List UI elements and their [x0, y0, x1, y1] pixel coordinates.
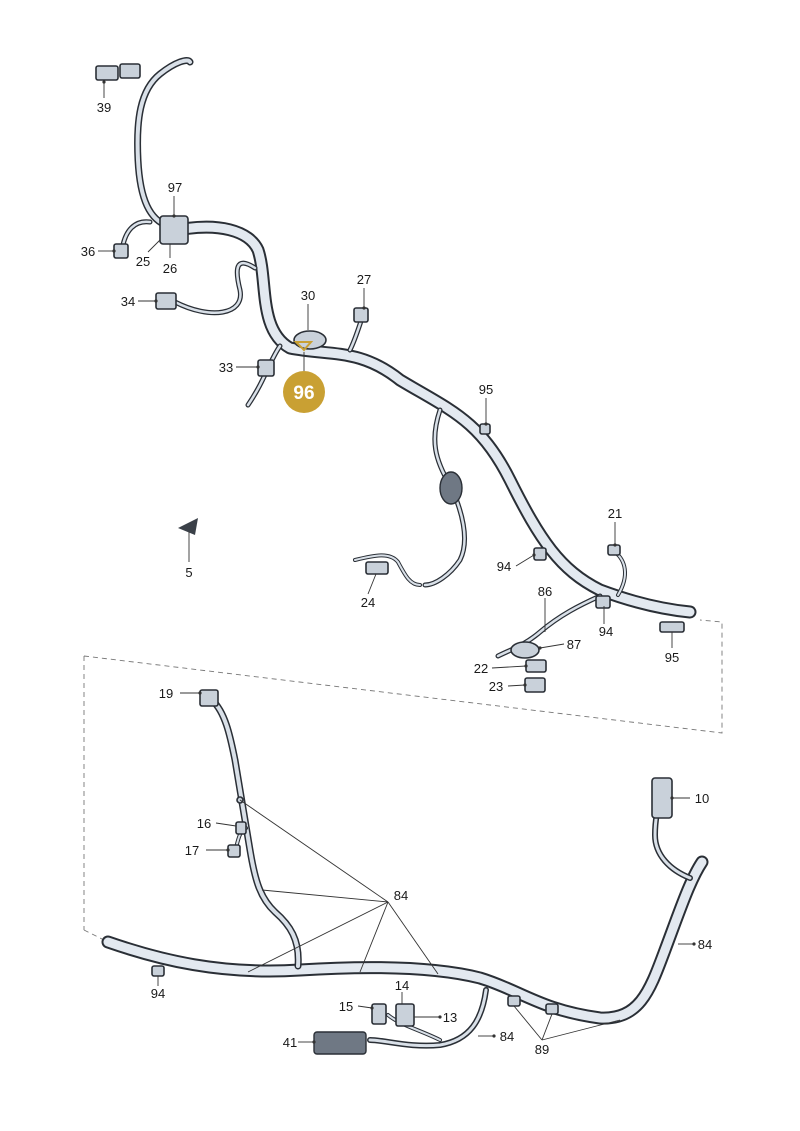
- label-16[interactable]: 16: [197, 816, 211, 831]
- connector-22: [525, 659, 547, 673]
- clip-94-right: [595, 595, 611, 609]
- clip-89a: [507, 995, 521, 1007]
- label-5[interactable]: 5: [185, 565, 192, 580]
- direction-arrow-icon: [178, 518, 198, 535]
- label-19[interactable]: 19: [159, 686, 173, 701]
- label-41[interactable]: 41: [283, 1035, 297, 1050]
- leader-dots: [102, 80, 696, 1044]
- grommet-30: [293, 330, 327, 350]
- label-24[interactable]: 24: [361, 595, 375, 610]
- label-94-lower[interactable]: 94: [151, 986, 165, 1001]
- connector-34: [155, 292, 177, 310]
- assembly-frame: [83, 619, 723, 941]
- label-94-right[interactable]: 94: [599, 624, 613, 639]
- connector-27: [353, 307, 369, 323]
- label-95-upper[interactable]: 95: [479, 382, 493, 397]
- clip-94-upper: [533, 547, 547, 561]
- connector-23: [524, 677, 546, 693]
- connector-97: [159, 215, 189, 245]
- highlight-badge-96[interactable]: 96: [283, 341, 325, 413]
- lower-components: [151, 689, 673, 1055]
- clip-95-upper: [479, 423, 491, 435]
- label-84-center[interactable]: 84: [394, 888, 408, 903]
- clip-94-lower: [151, 965, 165, 977]
- label-22[interactable]: 22: [474, 661, 488, 676]
- lower-harness: [101, 696, 709, 1049]
- label-10[interactable]: 10: [695, 791, 709, 806]
- label-30[interactable]: 30: [301, 288, 315, 303]
- label-34[interactable]: 34: [121, 294, 135, 309]
- label-94-upper[interactable]: 94: [497, 559, 511, 574]
- connector-19: [199, 689, 219, 707]
- connector-33: [257, 359, 275, 377]
- connector-16: [235, 821, 247, 835]
- label-17[interactable]: 17: [185, 843, 199, 858]
- label-97[interactable]: 97: [168, 180, 182, 195]
- label-21[interactable]: 21: [608, 506, 622, 521]
- label-95-lower[interactable]: 95: [665, 650, 679, 665]
- clip-89b: [545, 1003, 559, 1015]
- upper-components: [95, 63, 685, 693]
- label-84-bottom[interactable]: 84: [500, 1029, 514, 1044]
- connector-39b: [119, 63, 141, 79]
- label-13[interactable]: 13: [443, 1010, 457, 1025]
- sensor-87: [510, 641, 540, 659]
- label-27[interactable]: 27: [357, 272, 371, 287]
- label-87[interactable]: 87: [567, 637, 581, 652]
- connector-39: [95, 65, 119, 81]
- connector-21: [607, 544, 621, 556]
- connector-10: [651, 777, 673, 819]
- upper-harness: [119, 57, 697, 659]
- callout-labels: 39 97 36 25 26 34 30 27 33 95 5 21 24 94…: [81, 100, 712, 1057]
- label-15[interactable]: 15: [339, 999, 353, 1014]
- label-84-right[interactable]: 84: [698, 937, 712, 952]
- grommet-24-wire: [439, 471, 463, 505]
- connector-36: [113, 243, 129, 259]
- label-23[interactable]: 23: [489, 679, 503, 694]
- connector-24: [365, 561, 389, 575]
- label-14[interactable]: 14: [395, 978, 409, 993]
- leader-lines: [98, 82, 694, 1043]
- label-39[interactable]: 39: [97, 100, 111, 115]
- connector-17: [227, 844, 241, 858]
- control-unit-41: [313, 1031, 367, 1055]
- connector-14: [395, 1003, 415, 1027]
- label-26[interactable]: 26: [163, 261, 177, 276]
- label-86[interactable]: 86: [538, 584, 552, 599]
- badge-label: 96: [293, 383, 314, 404]
- label-33[interactable]: 33: [219, 360, 233, 375]
- bracket-95-lower: [659, 621, 685, 633]
- label-25[interactable]: 25: [136, 254, 150, 269]
- label-89[interactable]: 89: [535, 1042, 549, 1057]
- connector-15: [371, 1003, 387, 1025]
- label-36[interactable]: 36: [81, 244, 95, 259]
